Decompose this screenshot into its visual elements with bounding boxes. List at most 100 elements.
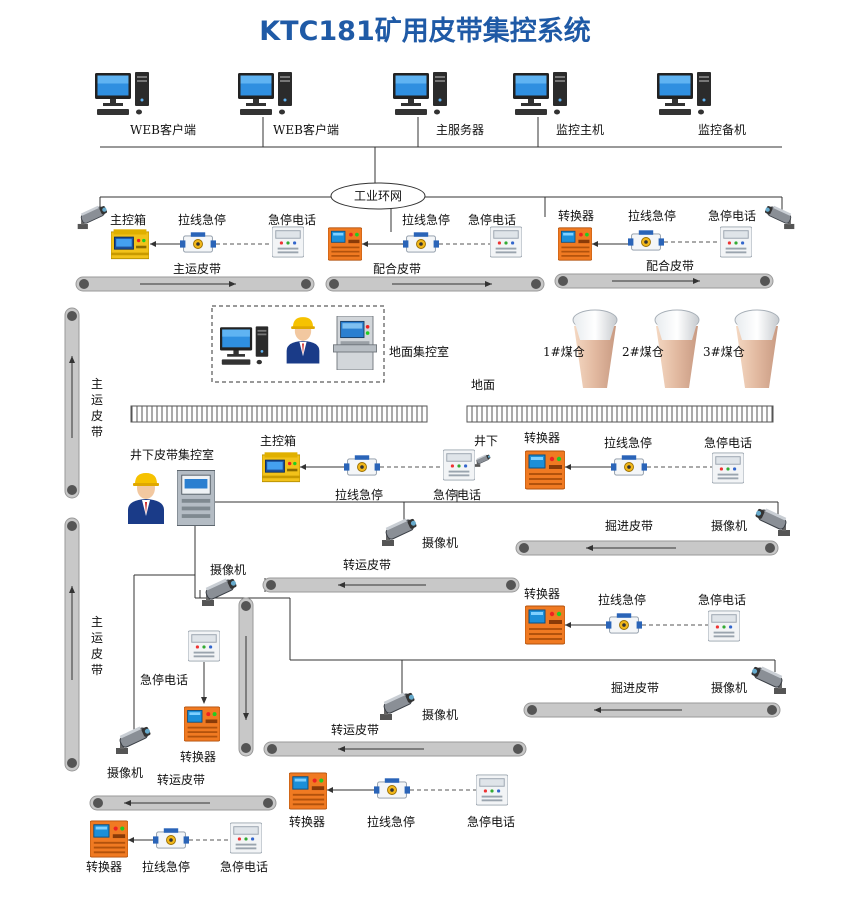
surface-mate-belt-2	[554, 273, 774, 289]
main-server-label: 主服务器	[436, 122, 484, 137]
underground-pull-stop-f-icon[interactable]	[153, 828, 189, 849]
underground-pull-stop-b-label: 拉线急停	[604, 435, 652, 450]
coal-bunker-1-label: 1#煤仓	[543, 345, 585, 359]
surface-main-box-icon[interactable]	[111, 228, 149, 260]
surface-pull-stop-2-icon[interactable]	[403, 232, 439, 253]
underground-phone-d-icon[interactable]	[188, 630, 220, 662]
underground-cabinet-icon[interactable]	[177, 470, 215, 526]
vertical-belt-2-char-1: 主	[91, 615, 103, 629]
underground-phone-c-icon[interactable]	[708, 610, 740, 642]
monitor-host-label: 监控主机	[556, 123, 604, 137]
underground-row-f-links	[128, 837, 230, 843]
monitor-backup-label: 监控备机	[698, 123, 746, 137]
surface-phone-3-label: 急停电话	[708, 208, 756, 223]
underground-row-e-links	[327, 787, 476, 793]
underground-phone-a-icon[interactable]	[443, 449, 475, 481]
underground-pull-stop-a-icon[interactable]	[344, 455, 380, 476]
underground-main-box-label: 主控箱	[260, 433, 296, 448]
coal-bunker-3	[734, 309, 780, 388]
underground-camera-f-label: 摄像机	[107, 765, 143, 780]
surface-phone-3-icon[interactable]	[720, 226, 752, 258]
underground-wiring	[133, 490, 779, 730]
underground-converter-d-icon[interactable]	[184, 706, 220, 742]
surface-camera-right-icon[interactable]	[763, 203, 795, 230]
underground-control-room-label: 井下皮带集控室	[130, 447, 214, 462]
underground-main-box-icon[interactable]	[262, 451, 300, 483]
coal-bunker-3-label: 3#煤仓	[703, 345, 745, 359]
underground-phone-b-label: 急停电话	[704, 435, 752, 450]
web-client-1-icon[interactable]	[95, 72, 149, 115]
underground-operator-icon	[128, 473, 164, 524]
page-title: KTC181矿用皮带集控系统	[259, 15, 591, 47]
surface-control-pc-icon	[220, 326, 269, 365]
underground-pull-stop-a-label: 拉线急停	[335, 487, 383, 502]
tunnel-belt-1-label: 掘进皮带	[605, 518, 653, 533]
surface-pull-stop-3-label: 拉线急停	[628, 208, 676, 223]
surface-operator-icon	[286, 317, 320, 364]
transfer-belt-3-label: 转运皮带	[157, 772, 205, 787]
transfer-belt-1	[262, 577, 520, 593]
vertical-belt-2-char-2: 运	[91, 631, 103, 645]
underground-camera-b-label: 摄像机	[711, 518, 747, 533]
underground-pull-stop-b-icon[interactable]	[611, 455, 647, 476]
underground-phone-a-label: 急停电话	[433, 487, 481, 502]
web-client-2-label: WEB客户端	[273, 122, 339, 137]
surface-phone-1-icon[interactable]	[272, 226, 304, 258]
ground-label: 地面	[471, 378, 495, 392]
web-client-2-icon[interactable]	[238, 72, 292, 115]
surface-pull-stop-2-label: 拉线急停	[402, 212, 450, 227]
transfer-belt-2-label: 转运皮带	[331, 722, 379, 737]
surface-converter-1-icon[interactable]	[328, 227, 362, 261]
surface-mate-belt-1	[325, 276, 545, 292]
underground-pull-stop-c-label: 拉线急停	[598, 592, 646, 607]
underground-camera-c-icon[interactable]	[201, 575, 239, 607]
surface-pull-stop-1-icon[interactable]	[180, 232, 216, 253]
underground-camera-d-label: 摄像机	[711, 680, 747, 695]
vertical-belt-1-char-3: 皮	[91, 409, 103, 423]
surface-pull-stop-3-icon[interactable]	[628, 230, 664, 251]
underground-row-c-links	[565, 622, 708, 628]
ground-strip-right	[466, 405, 774, 423]
coal-bunker-2	[654, 309, 700, 388]
underground-camera-b-icon[interactable]	[753, 505, 791, 537]
underground-pull-stop-e-icon[interactable]	[374, 778, 410, 799]
underground-converter-f-label: 转换器	[86, 859, 122, 874]
top-network-wiring	[99, 117, 783, 232]
web-client-1-label: WEB客户端	[130, 122, 196, 137]
vertical-main-belt-1	[64, 307, 80, 499]
underground-converter-a-icon[interactable]	[525, 450, 565, 490]
surface-mate-belt-2-label: 配合皮带	[646, 258, 694, 273]
underground-converter-e-icon[interactable]	[289, 772, 327, 810]
main-server-icon[interactable]	[393, 72, 447, 115]
underground-phone-b-icon[interactable]	[712, 452, 744, 484]
underground-pull-stop-c-icon[interactable]	[606, 613, 642, 634]
well-down-label: 井下	[474, 434, 498, 448]
monitor-backup-icon[interactable]	[657, 72, 711, 115]
industrial-ring-network	[330, 182, 426, 210]
tunnel-belt-2	[523, 702, 781, 718]
underground-converter-f-icon[interactable]	[90, 820, 128, 858]
underground-camera-e-icon[interactable]	[379, 689, 417, 721]
surface-main-belt	[75, 276, 315, 292]
tunnel-belt-2-label: 掘进皮带	[611, 680, 659, 695]
underground-pull-stop-e-label: 拉线急停	[367, 814, 415, 829]
underground-phone-e-label: 急停电话	[467, 814, 515, 829]
surface-control-room-label: 地面集控室	[389, 344, 449, 359]
underground-camera-d-icon[interactable]	[749, 663, 787, 695]
surface-main-belt-label: 主运皮带	[173, 262, 221, 276]
monitor-host-icon[interactable]	[513, 72, 567, 115]
underground-converter-c-icon[interactable]	[525, 605, 565, 645]
underground-phone-f-icon[interactable]	[230, 822, 262, 854]
coal-bunker-2-label: 2#煤仓	[622, 345, 664, 359]
vertical-main-belt-2	[64, 517, 80, 772]
surface-converter-2-icon[interactable]	[558, 227, 592, 261]
underground-row-b-links	[565, 464, 712, 470]
underground-phone-e-icon[interactable]	[476, 774, 508, 806]
underground-camera-a-icon[interactable]	[381, 515, 419, 547]
surface-camera-left-icon[interactable]	[77, 203, 109, 230]
surface-phone-2-icon[interactable]	[490, 226, 522, 258]
vertical-belt-2-char-4: 带	[91, 663, 103, 677]
underground-converter-c-label: 转换器	[524, 586, 560, 601]
underground-phone-c-label: 急停电话	[698, 592, 746, 607]
